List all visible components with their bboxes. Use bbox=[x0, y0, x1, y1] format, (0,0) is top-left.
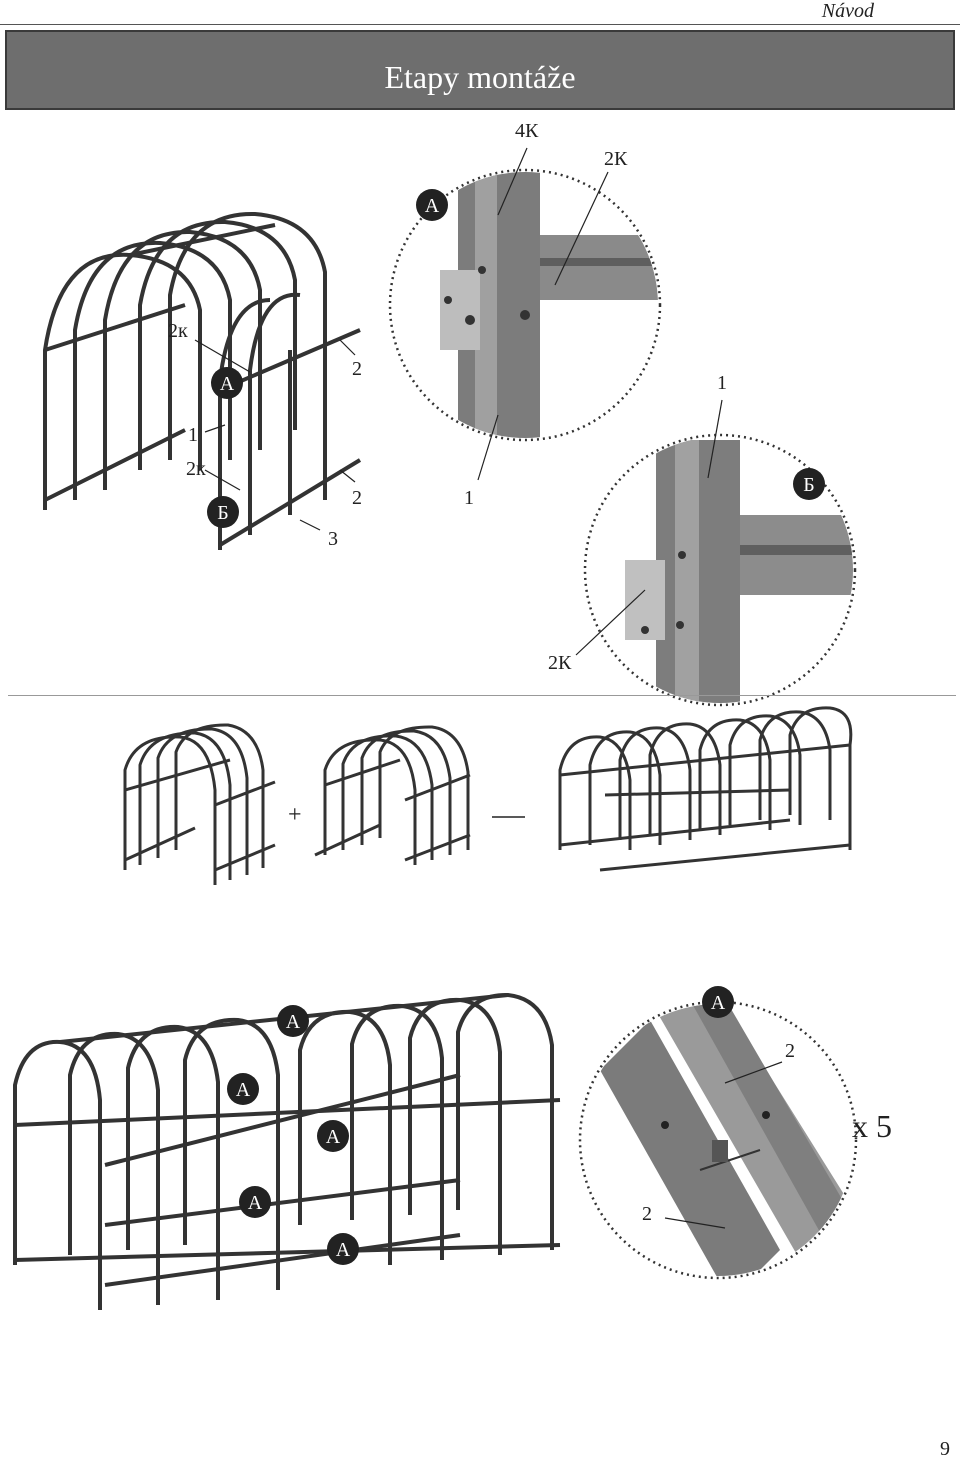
label-2k-small-1: 2к bbox=[168, 320, 188, 342]
badge-a-7-text: А bbox=[336, 1239, 351, 1261]
badge-a-6: А bbox=[239, 1186, 271, 1218]
label-2k-small-2: 2к bbox=[186, 458, 206, 480]
header-rule bbox=[0, 24, 960, 25]
badge-a-4: А bbox=[227, 1073, 259, 1105]
label-2k-bottom: 2К bbox=[548, 652, 572, 674]
badge-a-2: А bbox=[416, 189, 448, 221]
label-2-c: 2 bbox=[785, 1040, 795, 1062]
title-banner: Etapy montáže bbox=[5, 30, 955, 110]
label-3: 3 bbox=[328, 528, 338, 550]
page-number: 9 bbox=[940, 1438, 950, 1460]
callout-lines-top-left bbox=[194, 339, 356, 531]
badge-b-1: Б bbox=[207, 496, 239, 528]
badge-a-5: А bbox=[317, 1120, 349, 1152]
label-4k: 4К bbox=[515, 120, 539, 142]
badge-b-2-text: Б bbox=[803, 474, 814, 496]
section-divider bbox=[8, 695, 956, 696]
label-1-right: 1 bbox=[717, 372, 727, 394]
frame-drawing-middle-1 bbox=[123, 723, 276, 885]
badge-b-1-text: Б bbox=[217, 502, 228, 524]
badge-a-1-text: А bbox=[220, 373, 235, 395]
label-1-center: 1 bbox=[464, 487, 474, 509]
frame-drawing-middle-long bbox=[558, 706, 853, 872]
badge-a-6-text: А bbox=[248, 1192, 263, 1214]
label-2-d: 2 bbox=[642, 1203, 652, 1225]
label-2-b: 2 bbox=[352, 487, 362, 509]
label-1-left: 1 bbox=[188, 424, 198, 446]
label-2k-top: 2К bbox=[604, 148, 628, 170]
detail-circle-a bbox=[388, 168, 662, 442]
quantity-label: x 5 bbox=[852, 1108, 892, 1144]
badge-a-1: А bbox=[211, 367, 243, 399]
badge-a-7: А bbox=[327, 1233, 359, 1265]
detail-circle-b bbox=[583, 433, 857, 707]
badge-a-5-text: А bbox=[326, 1126, 341, 1148]
badge-a-8: А bbox=[702, 986, 734, 1018]
frame-drawing-middle-2 bbox=[314, 725, 471, 865]
label-2-a: 2 bbox=[352, 358, 362, 380]
detail-circle-bottom bbox=[578, 1000, 858, 1280]
frame-drawing-top-left bbox=[43, 211, 362, 550]
page-title: Etapy montáže bbox=[384, 59, 576, 95]
badge-a-4-text: А bbox=[236, 1079, 251, 1101]
badge-a-3: А bbox=[277, 1005, 309, 1037]
badge-a-2-text: А bbox=[425, 195, 440, 217]
badge-b-2: Б bbox=[793, 468, 825, 500]
plus-sign: + bbox=[288, 802, 302, 828]
section-label: Návod bbox=[821, 0, 874, 22]
frame-drawing-bottom-large bbox=[13, 992, 561, 1310]
badge-a-3-text: А bbox=[286, 1011, 301, 1033]
badge-a-8-text: А bbox=[711, 992, 726, 1014]
